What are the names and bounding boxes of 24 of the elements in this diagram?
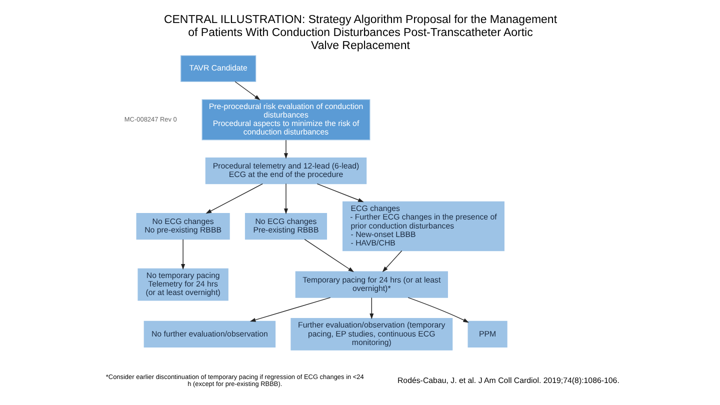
node-box: Temporary pacing for 24 hrs (or at least overnight)* (294, 271, 448, 298)
node-box: No further evaluation/observation (143, 320, 276, 348)
node-box: No ECG changes No pre-existing RBBB (136, 212, 230, 240)
node-box: Further evaluation/observation (temporary pacing, EP studies, continuous ECG monitoring) (290, 318, 452, 350)
arrow (316, 183, 364, 202)
node-box: ECG changes - Further ECG changes in the presence of prior conduction disturbances - New-onset LBBB - HAVB/CHB (342, 201, 504, 252)
arrow (283, 140, 288, 159)
arrow (249, 297, 330, 322)
caption: Rodés-Cabau, J. et al. J Am Coll Cardiol. 2019;74(8):1086-106. (396, 376, 619, 386)
arrow (205, 183, 262, 214)
arrow (382, 250, 402, 272)
node-box: No temporary pacing Telemetry for 24 hrs (or at least overnight) (137, 268, 228, 301)
node-box: PPM (467, 320, 507, 348)
arrow (283, 183, 288, 214)
diagram-title: CENTRAL ILLUSTRATION: Strategy Algorithm Proposal for the Management of Patients With Conduction Disturbances Post-Transcatheter Aortic Valve Replacement (163, 14, 557, 52)
node-box: Procedural telemetry and 12-lead (6-lead) ECG at the end of the procedure (204, 158, 366, 184)
arrow (304, 238, 354, 272)
node-box: Pre-procedural risk evaluation of conduction disturbances Procedural aspects to minimize the risk of conduction disturbances (201, 99, 370, 140)
node-box: TAVR Candidate (180, 55, 256, 82)
node-box: No ECG changes Pre-existing RBBB (244, 212, 327, 240)
arrow (234, 81, 260, 100)
arrow (180, 238, 185, 270)
arrow (369, 297, 374, 320)
arrow (407, 297, 468, 323)
